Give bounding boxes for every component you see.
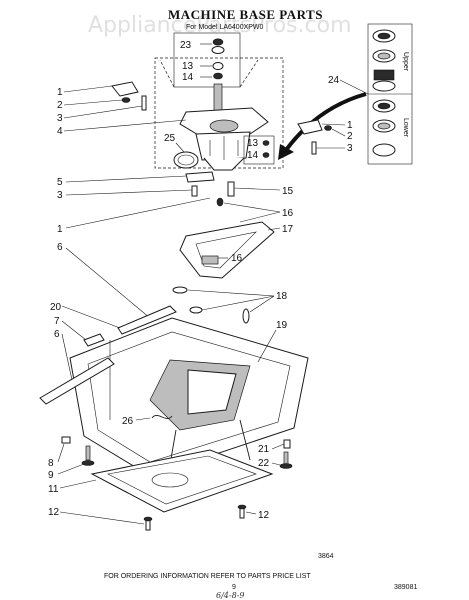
base-pan [90,449,274,513]
callout-14-top: 14 [182,72,194,83]
callout-5: 5 [57,177,63,188]
callout-24: 24 [328,75,340,86]
callout-9: 9 [48,470,54,481]
model-line: For Model LA6400XPW0 [186,24,264,31]
base-screws [143,504,247,531]
seal-parts-column [367,23,413,165]
callout-11: 11 [48,484,59,495]
callout-23: 23 [180,40,192,51]
mounting-plate [185,171,235,207]
transmission-assembly [179,83,269,171]
callout-8: 8 [48,458,54,469]
machine-base-frame [69,317,309,477]
right-bracket-hardware [297,119,332,155]
callout-2-right: 2 [347,131,353,142]
callout-18: 18 [276,291,288,302]
callout-12-right: 12 [258,510,270,521]
callout-16-top: 16 [282,208,294,219]
callout-1-mid: 1 [57,224,63,235]
callout-2-left: 2 [57,100,63,111]
callout-3-right: 3 [347,143,353,154]
callout-6-top: 6 [57,242,63,253]
callout-6-bottom: 6 [54,329,60,340]
reference-arrow [278,92,367,160]
callout-4: 4 [57,126,63,137]
callout-3-left: 3 [57,113,63,124]
callout-1-left: 1 [57,87,63,98]
callout-19: 19 [276,320,288,331]
watermark-text: AppliancePartsPros.com [88,13,352,38]
handwritten-note: 6/4-8-9 [216,591,244,600]
callout-1-right: 1 [347,120,353,131]
gearcase-frame [179,221,275,279]
callout-14-inner: 14 [247,150,259,161]
side-rails [39,305,177,405]
page-title: MACHINE BASE PARTS [168,7,323,22]
callout-25: 25 [164,133,176,144]
leveling-feet-right [279,439,293,469]
lower-inset-box [243,135,275,165]
callout-17: 17 [282,224,294,235]
callout-22: 22 [258,458,270,469]
callout-21: 21 [258,444,270,455]
callout-15: 15 [282,186,294,197]
callout-13-inner: 13 [247,138,259,149]
callout-26: 26 [122,416,134,427]
spring-clip [151,414,173,420]
upper-inset-box [154,32,284,169]
callout-12-left: 12 [48,507,60,518]
callout-20: 20 [50,302,62,313]
ordering-note: FOR ORDERING INFORMATION REFER TO PARTS … [104,573,311,580]
callout-3-mid: 3 [57,190,63,201]
part-code: 389081 [394,584,417,591]
leveling-feet-left [61,436,95,466]
callout-16-frame: 16 [231,253,243,264]
lower-side-label: Lower [402,118,409,138]
page-number: 9 [232,584,236,591]
drive-belt-ring [173,151,199,169]
left-bracket-hardware [111,81,147,111]
callout-7: 7 [54,316,60,327]
upper-side-label: Upper [402,52,409,72]
callout-13-top: 13 [182,61,194,72]
drawing-reference: 3864 [318,553,334,560]
clip-fasteners [172,286,250,324]
